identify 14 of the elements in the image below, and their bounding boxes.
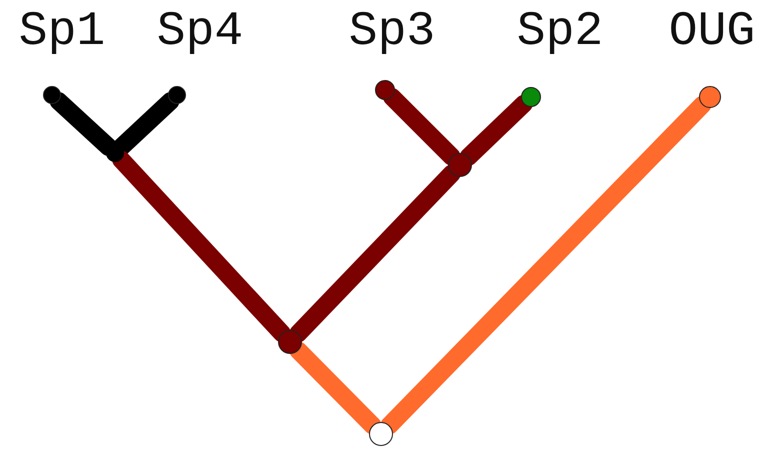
tree-branch [380, 96, 712, 434]
tree-branch [112, 150, 291, 342]
branch-node [369, 422, 393, 446]
species-label: Sp2 [516, 6, 604, 58]
tree-branch [112, 92, 180, 156]
tree-branch [460, 94, 533, 166]
tree-branch [289, 342, 382, 434]
tree-branch [383, 88, 461, 166]
tree-branch [289, 164, 461, 342]
species-label: Sp1 [18, 6, 106, 58]
species-label: OUG [668, 6, 756, 58]
species-label: Sp4 [156, 6, 244, 58]
species-label: Sp3 [348, 6, 436, 58]
tree-branch [50, 92, 118, 156]
